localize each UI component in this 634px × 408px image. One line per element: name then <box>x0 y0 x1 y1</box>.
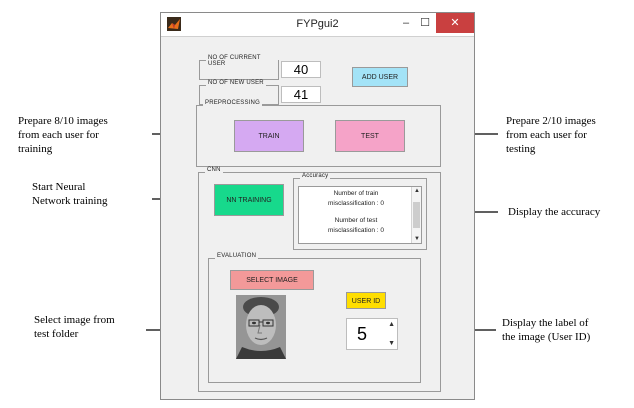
annotation-line: test folder <box>34 328 79 340</box>
annotation-line: training <box>18 143 53 155</box>
nn-training-button[interactable]: NN TRAINING <box>214 184 284 216</box>
close-button[interactable]: ✕ <box>436 13 474 33</box>
select-image-button[interactable]: SELECT IMAGE <box>230 270 314 290</box>
annotation-prepare-train: Prepare 8/10 images from each user for t… <box>18 114 148 156</box>
current-user-count: 40 <box>281 61 321 78</box>
annotation-select-image: Select image from test folder <box>34 313 164 341</box>
annotation-prepare-test: Prepare 2/10 images from each user for t… <box>506 114 634 156</box>
annotation-display-label: Display the label of the image (User ID) <box>502 316 634 344</box>
accuracy-line: misclassification : 0 <box>328 200 384 207</box>
accuracy-label: Accuracy <box>300 173 331 179</box>
annotation-line: testing <box>506 143 536 155</box>
annotation-line: Prepare 2/10 images <box>506 115 596 127</box>
spinner-up-icon[interactable]: ▲ <box>388 321 395 328</box>
train-button[interactable]: TRAIN <box>234 120 304 152</box>
face-image <box>236 295 286 359</box>
accuracy-line: Number of train <box>333 190 379 197</box>
annotation-line: Display the accuracy <box>508 206 601 218</box>
scroll-down-icon[interactable]: ▼ <box>414 236 420 242</box>
annotation-line: Start Neural <box>32 181 86 193</box>
annotation-display-accuracy: Display the accuracy <box>508 205 634 219</box>
add-user-button[interactable]: ADD USER <box>352 67 408 87</box>
annotation-line: the image (User ID) <box>502 331 591 343</box>
annotation-line: Network training <box>32 195 108 207</box>
new-user-label: NO OF NEW USER <box>206 80 266 86</box>
maximize-button[interactable]: ☐ <box>420 17 430 29</box>
annotation-line: from each user for <box>18 129 99 141</box>
preprocessing-group: PREPROCESSING <box>196 100 441 167</box>
user-id-button[interactable]: USER ID <box>346 292 386 309</box>
user-id-display[interactable]: 5 ▲ ▼ <box>346 318 398 350</box>
scroll-thumb[interactable] <box>413 202 420 228</box>
accuracy-line: misclassification : 0 <box>328 227 384 234</box>
minimize-button[interactable]: – <box>402 17 410 29</box>
user-id-value: 5 <box>357 324 368 344</box>
matlab-icon <box>167 17 181 31</box>
scroll-up-icon[interactable]: ▲ <box>414 188 420 194</box>
annotation-start-nn: Start Neural Network training <box>32 180 152 208</box>
evaluation-label: EVALUATION <box>215 253 259 259</box>
current-user-group: NO OF CURRENT USER <box>199 55 279 80</box>
window-title: FYPgui2 <box>296 18 339 30</box>
annotation-line: Display the label of <box>502 317 589 329</box>
annotation-line: Select image from <box>34 314 115 326</box>
new-user-count: 41 <box>281 86 321 103</box>
current-user-label: NO OF CURRENT USER <box>206 55 278 67</box>
app-window: FYPgui2 – ☐ ✕ NO OF CURRENT USER 40 NO O… <box>160 12 475 400</box>
title-bar: FYPgui2 – ☐ ✕ <box>161 13 474 37</box>
accuracy-scrollbar[interactable]: ▲ ▼ <box>411 187 421 243</box>
annotation-line: Prepare 8/10 images <box>18 115 108 127</box>
cnn-group: CNN <box>198 167 441 392</box>
accuracy-line: Number of test <box>334 217 378 224</box>
annotation-line: from each user for <box>506 129 587 141</box>
test-button[interactable]: TEST <box>335 120 405 152</box>
preprocessing-label: PREPROCESSING <box>203 100 262 106</box>
accuracy-listbox[interactable]: Number of train misclassification : 0 Nu… <box>298 186 422 244</box>
cnn-label: CNN <box>205 167 223 173</box>
accuracy-group: Accuracy <box>293 173 427 250</box>
spinner-down-icon[interactable]: ▼ <box>388 340 395 347</box>
evaluation-group: EVALUATION <box>208 253 421 383</box>
